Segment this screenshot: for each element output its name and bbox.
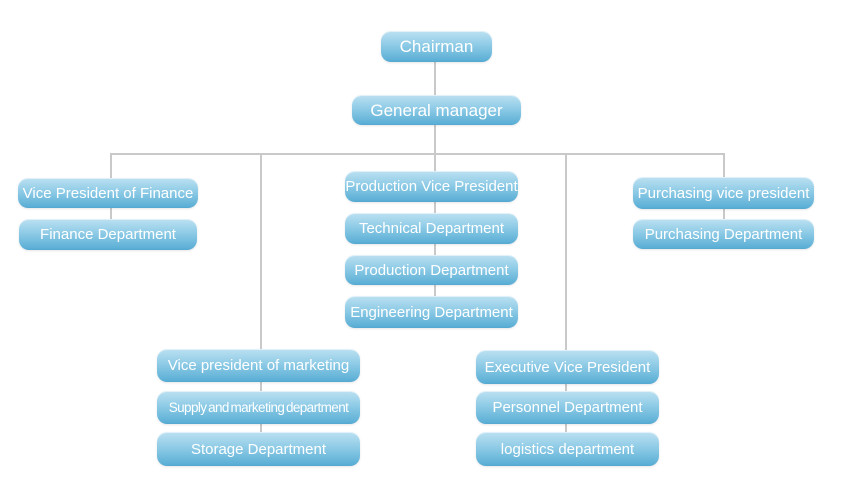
org-node-chairman: Chairman — [381, 31, 492, 62]
org-node-logistics-dept: logistics department — [476, 432, 659, 466]
connector-line-purchasing-vp-to-purchasing-dept — [723, 209, 725, 219]
org-node-purchasing-dept: Purchasing Department — [633, 219, 814, 249]
org-node-label-technical-dept: Technical Department — [358, 220, 505, 237]
org-node-label-personnel-dept: Personnel Department — [492, 399, 643, 416]
connector-line-bus-to-vp-finance — [110, 153, 112, 178]
org-node-label-engineering-dept: Engineering Department — [350, 303, 513, 321]
org-node-personnel-dept: Personnel Department — [476, 391, 659, 424]
org-node-label-purchasing-vp: Purchasing vice president — [637, 184, 810, 202]
org-node-label-purchasing-dept: Purchasing Department — [644, 225, 803, 243]
connector-line-chairman-to-general-manager — [434, 62, 436, 95]
connector-line-bus-to-bus — [110, 153, 725, 155]
org-node-label-executive-vp: Executive Vice President — [484, 358, 651, 376]
org-node-label-supply-marketing-dept: Supply and marketing department — [168, 399, 349, 415]
org-node-production-vp: Production Vice President — [345, 171, 518, 202]
org-node-vp-marketing: Vice president of marketing — [157, 349, 360, 382]
org-node-general-manager: General manager — [352, 95, 521, 125]
org-node-executive-vp: Executive Vice President — [476, 350, 659, 384]
connector-line-supply-marketing-dept-to-storage-dept — [260, 424, 262, 432]
connector-line-executive-vp-to-personnel-dept — [565, 384, 567, 391]
org-node-label-finance-dept: Finance Department — [40, 226, 176, 243]
org-node-vp-finance: Vice President of Finance — [18, 178, 198, 208]
org-node-label-storage-dept: Storage Department — [190, 440, 327, 458]
org-node-label-logistics-dept: logistics department — [500, 440, 635, 458]
org-node-storage-dept: Storage Department — [157, 432, 360, 466]
connector-line-technical-dept-to-production-dept — [434, 244, 436, 255]
org-node-supply-marketing-dept: Supply and marketing department — [157, 391, 360, 424]
org-node-label-general-manager: General manager — [370, 100, 503, 120]
org-node-purchasing-vp: Purchasing vice president — [633, 177, 814, 209]
connector-line-vp-marketing-to-supply-marketing-dept — [260, 382, 262, 391]
org-node-finance-dept: Finance Department — [19, 219, 197, 250]
connector-line-bus-to-executive-vp — [565, 153, 567, 350]
connector-line-production-dept-to-engineering-dept — [434, 285, 436, 296]
connector-line-production-vp-to-technical-dept — [434, 202, 436, 213]
connector-line-vp-finance-to-finance-dept — [110, 208, 112, 219]
connector-line-general-manager-to-bus — [434, 125, 436, 153]
org-node-technical-dept: Technical Department — [345, 213, 518, 244]
org-node-label-chairman: Chairman — [399, 37, 474, 56]
org-node-label-vp-marketing: Vice president of marketing — [167, 357, 350, 374]
connector-line-bus-to-vp-marketing — [260, 153, 262, 349]
connector-line-bus-to-production-vp — [434, 153, 436, 171]
org-node-label-production-dept: Production Department — [354, 261, 509, 279]
org-node-label-vp-finance: Vice President of Finance — [22, 184, 194, 202]
connector-line-personnel-dept-to-logistics-dept — [565, 424, 567, 432]
org-node-label-production-vp: Production Vice President — [345, 178, 518, 195]
connector-line-bus-to-purchasing-vp — [723, 153, 725, 177]
org-node-production-dept: Production Department — [345, 255, 518, 285]
org-node-engineering-dept: Engineering Department — [345, 296, 518, 328]
